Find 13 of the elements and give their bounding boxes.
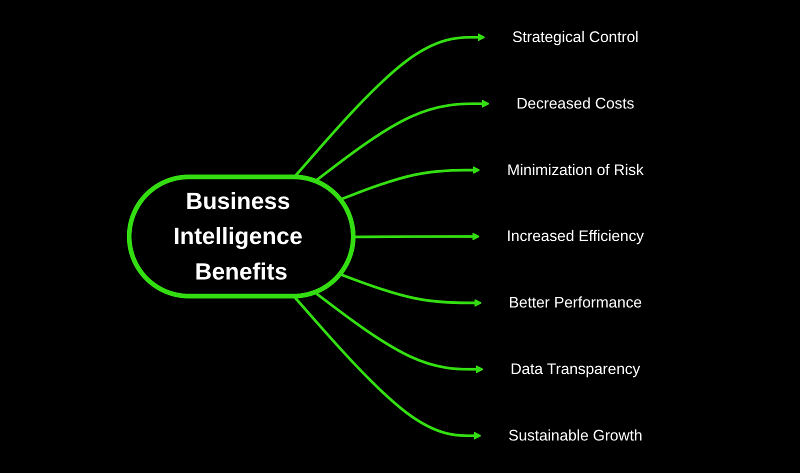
arrow xyxy=(340,166,480,201)
node-text: Strategical Control xyxy=(512,28,638,46)
node-text: Better Performance xyxy=(508,294,642,312)
arrow xyxy=(292,296,482,440)
node-text: Data Transparency xyxy=(510,360,640,378)
node-text: Decreased Costs xyxy=(516,94,634,112)
arrow xyxy=(314,100,490,182)
arrow xyxy=(354,232,480,240)
node-text: Increased Efficiency xyxy=(506,228,644,245)
arrow xyxy=(340,273,482,307)
node-text: Minimization of Risk xyxy=(506,161,644,178)
node-text: Sustainable Growth xyxy=(508,426,642,444)
arrow xyxy=(314,292,484,374)
